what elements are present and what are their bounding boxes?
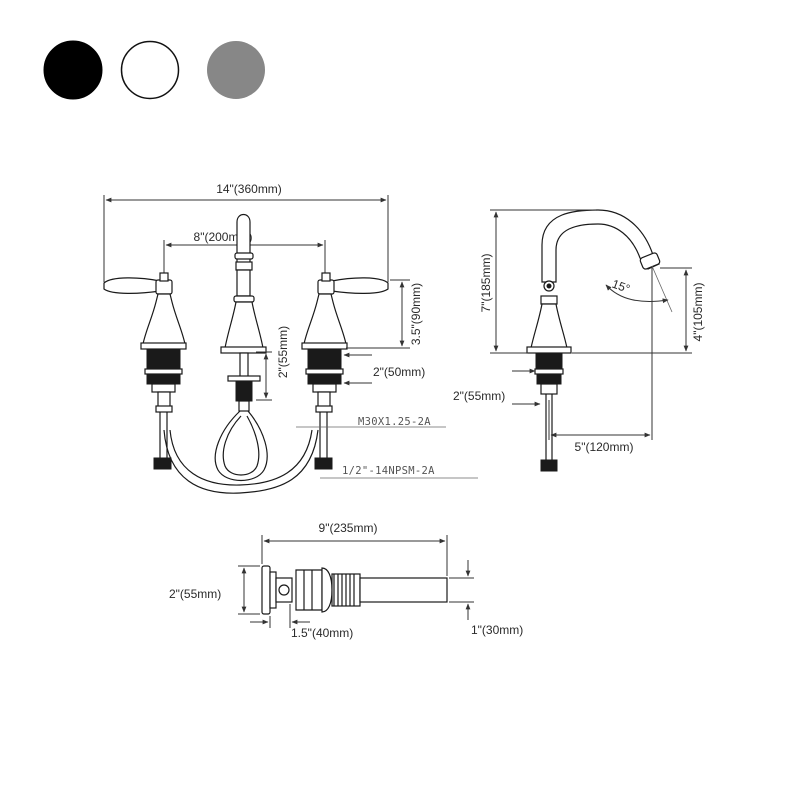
drain-view: 9"(235mm) 2"(55mm) 1.5"(40mm) 1"(30mm) — [169, 521, 523, 640]
drain-length-label: 9"(235mm) — [319, 521, 378, 535]
center-spout — [214, 213, 268, 482]
drain-assembly — [261, 565, 448, 615]
swatch-black[interactable] — [43, 40, 103, 100]
spout-reach-label: 5"(120mm) — [575, 440, 634, 454]
front-view: 14"(360mm) 8"(200mm) — [103, 182, 478, 494]
flange-diameter-label: 2"(55mm) — [169, 587, 221, 601]
right-handle-valve — [301, 272, 389, 470]
dim-drain-length: 9"(235mm) — [261, 521, 448, 576]
dim-handle-shank: 2"(50mm) — [343, 352, 425, 386]
side-view: 7"(185mm) 4"(105mm) 15° 5"(120mm) 2"(55m… — [453, 209, 705, 472]
tail-diameter-label: 1"(30mm) — [471, 623, 523, 637]
swatch-white[interactable] — [120, 40, 180, 100]
swatch-gray[interactable] — [207, 41, 265, 99]
thread-supply-label: 1/2"-14NPSM-2A — [342, 465, 435, 477]
dim-spout-height: 7"(185mm) — [479, 209, 596, 354]
dim-spout-reach: 5"(120mm) — [548, 400, 651, 454]
dim-outlet-height: 4"(105mm) — [572, 267, 705, 354]
left-handle-valve — [103, 272, 187, 470]
base-shank-label: 2"(55mm) — [453, 389, 505, 403]
flange-offset-label: 1.5"(40mm) — [291, 626, 353, 640]
handle-height-label: 3.5"(90mm) — [409, 283, 423, 345]
side-spout — [526, 209, 661, 472]
thread-callouts: M30X1.25-2A 1/2"-14NPSM-2A — [296, 416, 478, 479]
outlet-height-label: 4"(105mm) — [691, 283, 705, 342]
dim-flange-diameter: 2"(55mm) — [169, 565, 260, 615]
handle-shank-label: 2"(50mm) — [373, 365, 425, 379]
dim-angle: 15° — [605, 265, 673, 440]
thread-spout-label: M30X1.25-2A — [358, 416, 431, 428]
spout-shank-label: 2"(55mm) — [276, 326, 290, 378]
drain-threads — [333, 574, 355, 606]
dim-spout-shank: 2"(55mm) — [256, 326, 290, 401]
spout-height-label: 7"(185mm) — [479, 254, 493, 313]
supply-hoses — [163, 429, 319, 494]
finish-swatches — [43, 40, 265, 100]
dim-tail-diameter: 1"(30mm) — [449, 560, 523, 637]
dim-overall-width: 14"(360mm) — [103, 182, 389, 282]
dim-base-shank: 2"(55mm) — [453, 368, 541, 407]
overall-width-label: 14"(360mm) — [216, 182, 282, 196]
angle-label: 15° — [610, 277, 632, 296]
dim-handle-height: 3.5"(90mm) — [346, 279, 423, 349]
dim-flange-offset: 1.5"(40mm) — [250, 604, 353, 640]
